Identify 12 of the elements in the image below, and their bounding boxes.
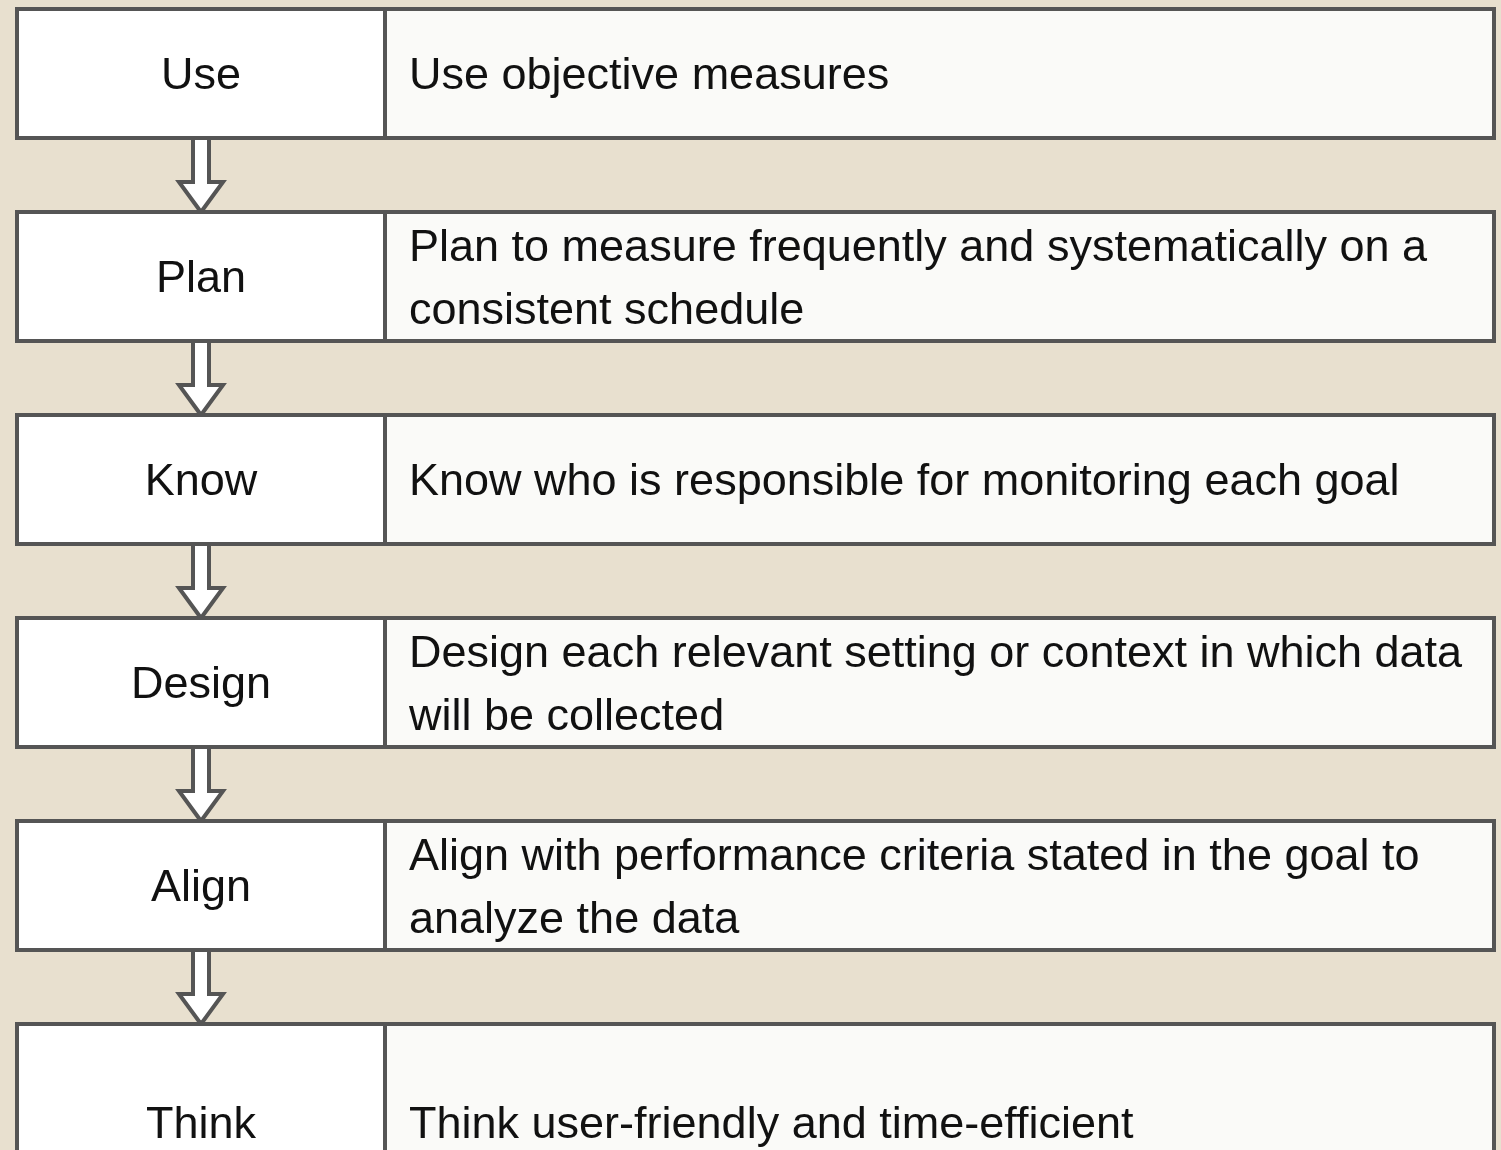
step-description: Design each relevant setting or context in which data will be collected <box>409 624 1464 742</box>
step-label: Think <box>145 1095 256 1150</box>
step-label: Use <box>161 47 241 101</box>
step-description: Align with performance criteria stated in the goal to analyze the data <box>409 827 1421 945</box>
step-label: Plan <box>155 250 247 304</box>
step-description: Think user-friendly and time-efficient <box>409 1095 1134 1150</box>
step-description: Use objective measures <box>409 47 890 101</box>
step-label: Design <box>130 656 272 710</box>
step-description: Plan to measure frequently and systematically on a consistent schedule <box>409 218 1429 336</box>
step-label: Align <box>150 859 252 913</box>
step-label: Know <box>144 453 258 507</box>
step-description: Know who is responsible for monitoring each goal <box>409 453 1400 507</box>
